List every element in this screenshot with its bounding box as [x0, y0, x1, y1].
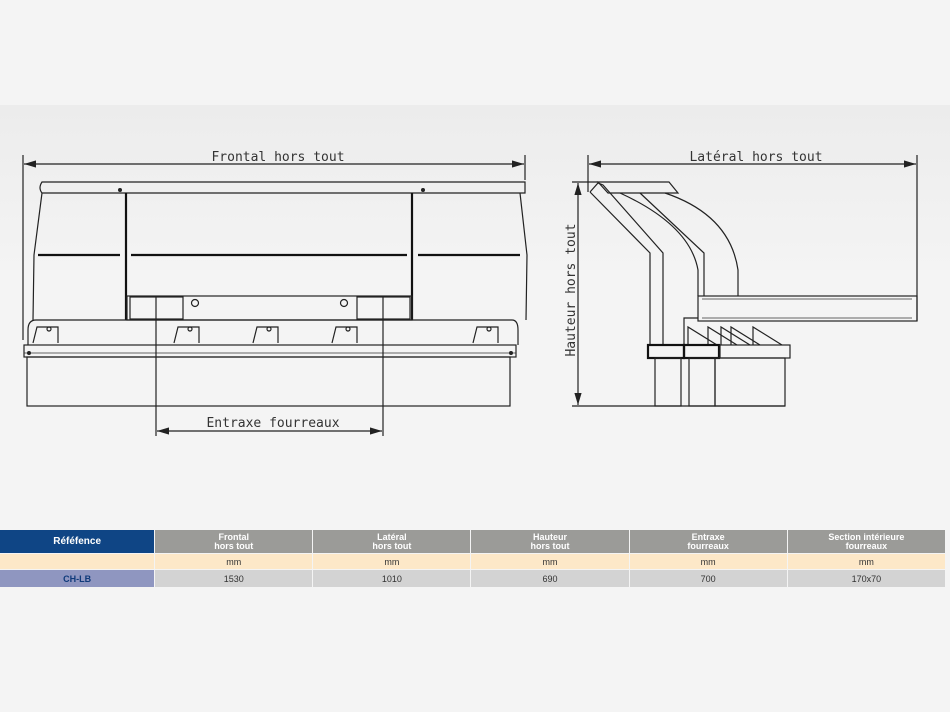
brackets — [32, 326, 499, 344]
section-cell: 170x70 — [787, 569, 947, 587]
hauteur-cell: 690 — [470, 569, 630, 587]
unit-cell: mm — [787, 553, 947, 570]
unit-cell: mm — [470, 553, 630, 570]
technical-drawing: Frontal hors tout Entraxe fourreaux — [22, 150, 918, 436]
top-rail — [39, 181, 526, 194]
side-view: Latéral hors tout Hauteur hors tout — [564, 150, 918, 407]
lateral-cell: 1010 — [312, 569, 472, 587]
reference-cell: CH-LB — [0, 569, 156, 587]
unit-cell: mm — [629, 553, 788, 570]
hauteur-dimension-label: Hauteur hors tout — [564, 223, 579, 356]
front-view: Frontal hors tout Entraxe fourreaux — [22, 150, 528, 436]
drawing-background — [0, 105, 950, 525]
unit-cell: mm — [154, 553, 314, 570]
slats — [687, 325, 783, 346]
unit-cell — [0, 553, 156, 570]
header-reference: Réféfence — [0, 530, 156, 554]
entraxe-dimension-label: Entraxe fourreaux — [206, 416, 339, 431]
frontal-cell: 1530 — [154, 569, 314, 587]
units-row: mm mm mm mm mm — [0, 553, 947, 570]
frontal-dimension-label: Frontal hors tout — [211, 150, 344, 165]
lateral-dimension-label: Latéral hors tout — [689, 150, 822, 165]
unit-cell: mm — [312, 553, 472, 570]
entraxe-cell: 700 — [629, 569, 788, 587]
table-row: CH-LB 1530 1010 690 700 170x70 — [0, 569, 947, 587]
